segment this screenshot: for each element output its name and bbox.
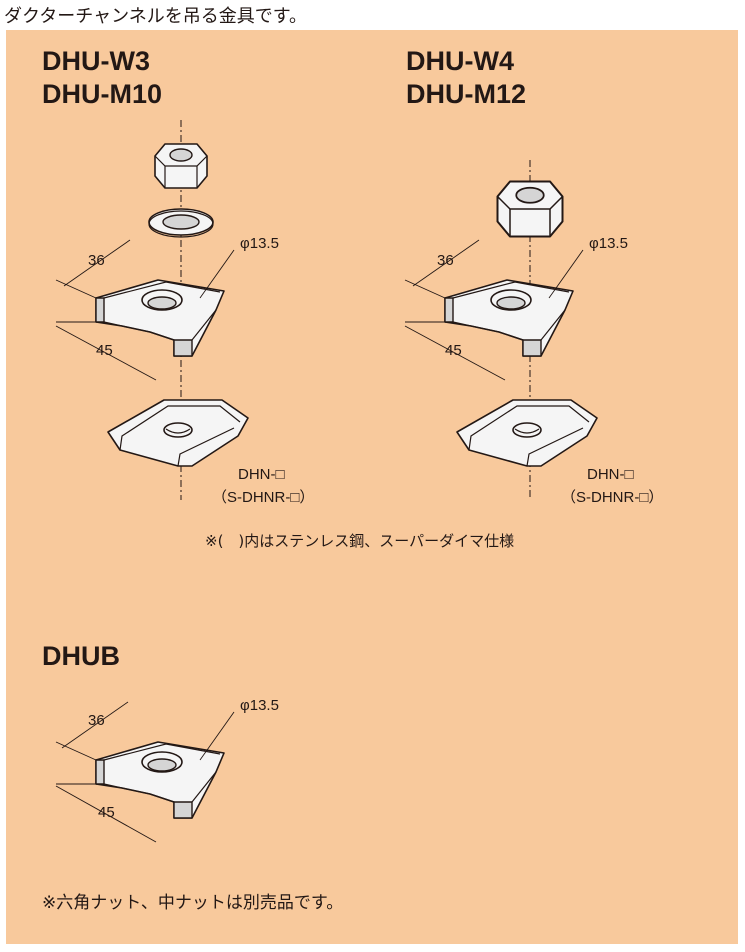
- product-title-dhu-w4: DHU-W4: [406, 46, 514, 76]
- hole-diameter-label-3: φ13.5: [240, 697, 279, 714]
- depth-dimension-label-2: 45: [445, 342, 462, 359]
- assembly-dhub: [55, 701, 235, 843]
- depth-dimension-label-1: 45: [96, 342, 113, 359]
- diagram-panel: [6, 30, 738, 944]
- depth-dimension-label-3: 45: [98, 804, 115, 821]
- nut-label-2: DHN-□: [587, 466, 634, 483]
- product-title-dhu-w3: DHU-W3: [42, 46, 150, 76]
- product-title-dhu-m12: DHU-M12: [406, 79, 527, 109]
- page-caption: ダクターチャンネルを吊る金具です。: [4, 6, 307, 27]
- assembly-dhu-w4: [404, 160, 598, 500]
- width-dimension-label-1: 36: [88, 252, 105, 269]
- product-title-dhub: DHUB: [42, 641, 120, 671]
- assembly-dhu-w3: [55, 120, 249, 500]
- nut-alt-label-2: （S-DHNR-□）: [561, 489, 664, 506]
- product-title-dhu-m10: DHU-M10: [42, 79, 163, 109]
- footer-note: ※六角ナット、中ナットは別売品です。: [42, 893, 344, 913]
- hole-diameter-label-2: φ13.5: [589, 235, 628, 252]
- nut-label-1: DHN-□: [238, 466, 285, 483]
- width-dimension-label-3: 36: [88, 712, 105, 729]
- stainless-note: ※( )内はステンレス鋼、スーパーダイマ仕様: [205, 532, 515, 550]
- width-dimension-label-2: 36: [437, 252, 454, 269]
- hole-diameter-label-1: φ13.5: [240, 235, 279, 252]
- nut-alt-label-1: （S-DHNR-□）: [212, 489, 315, 506]
